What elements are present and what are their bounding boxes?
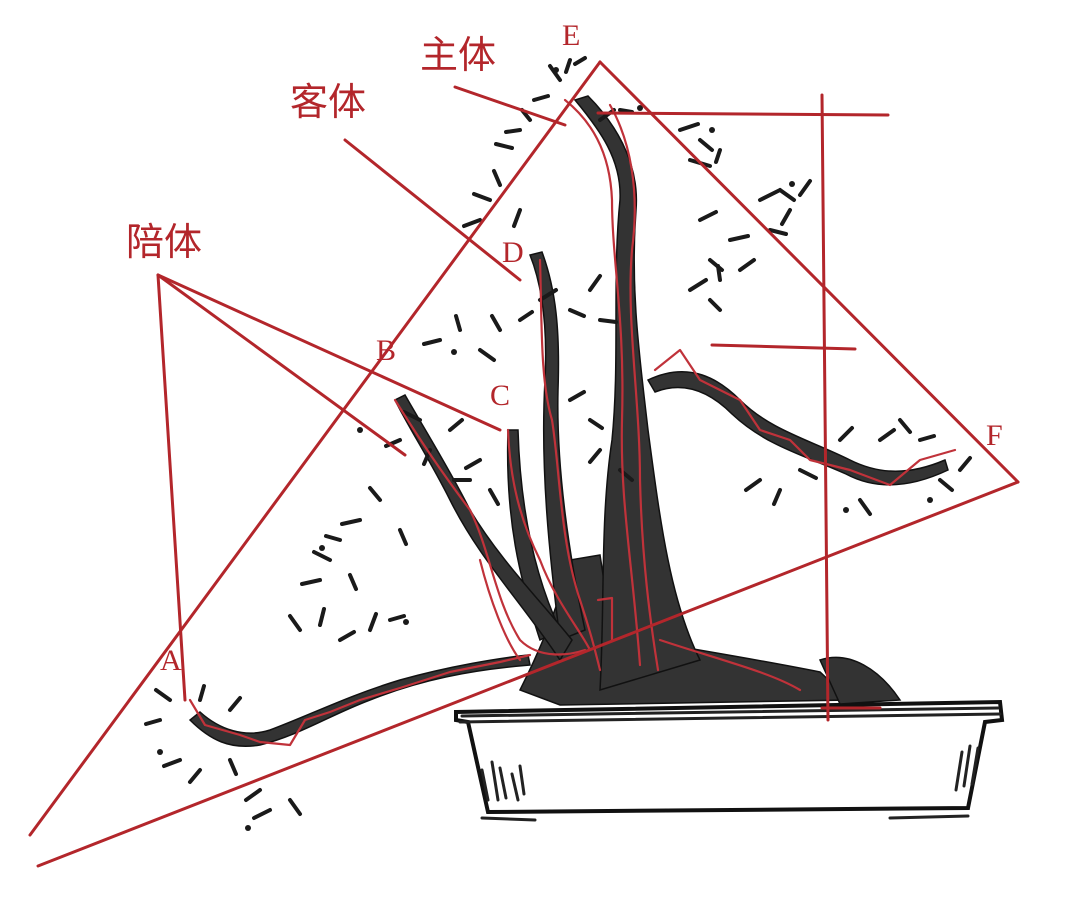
guest-body-pointer [343,138,522,282]
main-body-pointer [453,85,567,127]
point-label-f: F [986,419,1003,452]
guest-body-label: 客体 [290,80,366,124]
bonsai-pot [454,699,1005,822]
companion-body-label: 陪体 [126,220,202,264]
point-label-d: D [502,236,524,269]
point-label-b: B [376,334,396,367]
point-label-e: E [562,19,580,52]
point-label-c: C [490,379,510,412]
companion-triangle [156,273,502,702]
trunk-outlines [188,98,957,747]
height-measure-line [596,93,890,722]
main-triangle [28,60,1020,868]
point-label-a: A [160,644,182,677]
main-body-label: 主体 [420,33,496,77]
